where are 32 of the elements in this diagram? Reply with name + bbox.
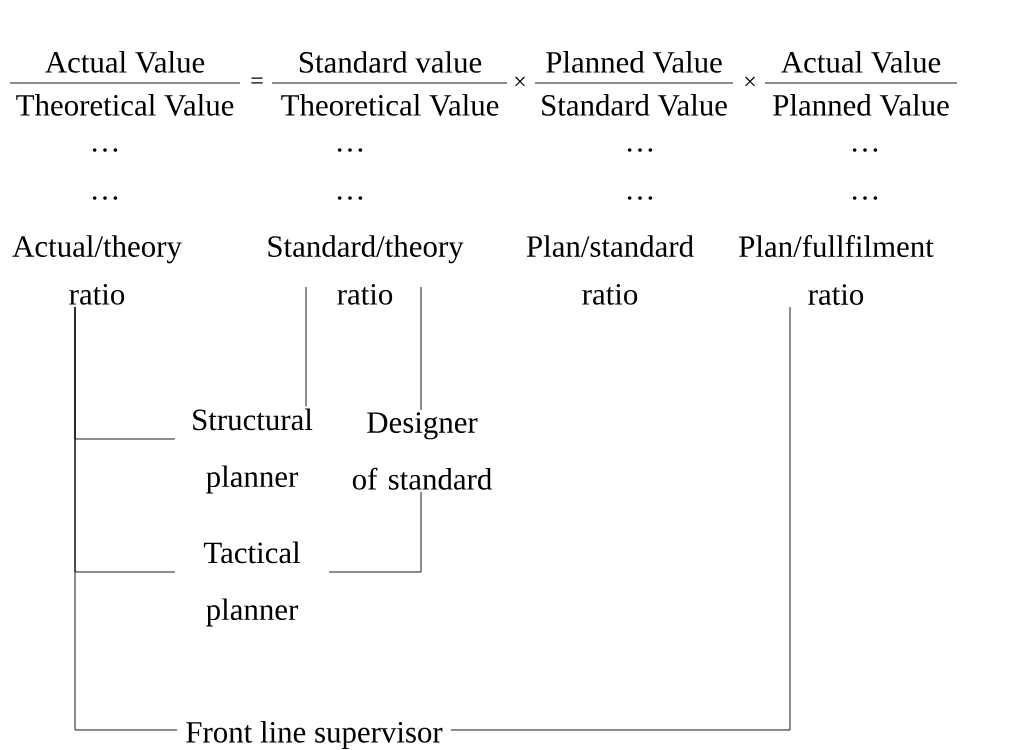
times-sign: × bbox=[515, 76, 525, 87]
ellipsis: … bbox=[92, 196, 118, 200]
connector-line bbox=[420, 286, 422, 411]
ellipsis: … bbox=[852, 148, 878, 152]
ratio-label: Standard/theory ratio bbox=[268, 235, 464, 305]
role-label: Tactical planner bbox=[203, 541, 301, 627]
ellipsis: … bbox=[337, 196, 363, 200]
denominator: Standard Value bbox=[542, 94, 727, 116]
role-label: Front line supervisor bbox=[186, 721, 443, 749]
connector-line bbox=[74, 306, 178, 731]
numerator: Actual Value bbox=[45, 51, 205, 73]
ellipsis: … bbox=[92, 148, 118, 152]
ratio-label: Plan/fullfilment ratio bbox=[739, 235, 934, 305]
connector-line bbox=[328, 491, 422, 573]
denominator: Theoretical Value bbox=[281, 94, 499, 116]
ratio-label: Plan/standard ratio bbox=[526, 235, 694, 305]
numerator: Actual Value bbox=[781, 51, 941, 73]
ratio-label: Actual/theory ratio bbox=[12, 235, 182, 305]
role-label: Designer of standard bbox=[352, 412, 492, 490]
connector-line bbox=[450, 306, 791, 731]
equals-sign: = bbox=[251, 77, 263, 84]
ellipsis: … bbox=[627, 148, 653, 152]
numerator: Planned Value bbox=[546, 51, 722, 73]
numerator: Standard value bbox=[299, 51, 482, 73]
ellipsis: … bbox=[627, 196, 653, 200]
denominator: Theoretical Value bbox=[16, 94, 234, 116]
ellipsis: … bbox=[337, 148, 363, 152]
connector-line bbox=[305, 286, 307, 407]
ellipsis: … bbox=[852, 196, 878, 200]
times-sign: × bbox=[745, 76, 755, 87]
denominator: Planned Value bbox=[773, 94, 949, 116]
role-label: Structural planner bbox=[193, 408, 313, 494]
